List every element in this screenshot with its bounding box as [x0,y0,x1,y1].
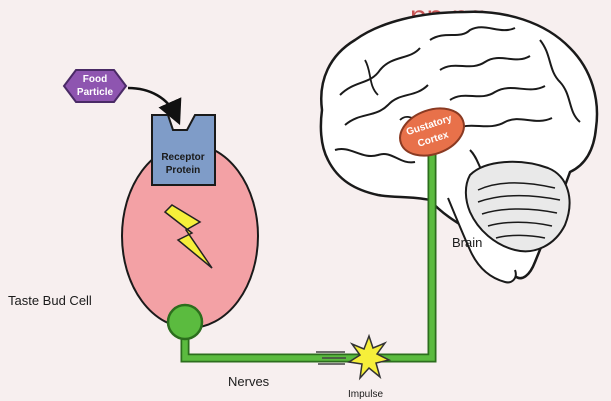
nerve-ending [168,305,202,339]
taste-bud-cell-label: Taste Bud Cell [8,293,92,308]
food-particle-label-line1: Food [83,74,107,85]
binding-arrow [128,88,176,116]
receptor-protein: Receptor Protein [152,115,215,185]
receptor-label-line1: Receptor [161,152,204,163]
brain-label: Brain [452,235,482,250]
nerves-label: Nerves [228,374,270,389]
food-particle-label-line2: Particle [77,87,114,98]
receptor-label-line2: Protein [166,165,200,176]
food-particle: Food Particle [64,70,126,102]
impulse-label: Impulse [348,389,383,400]
